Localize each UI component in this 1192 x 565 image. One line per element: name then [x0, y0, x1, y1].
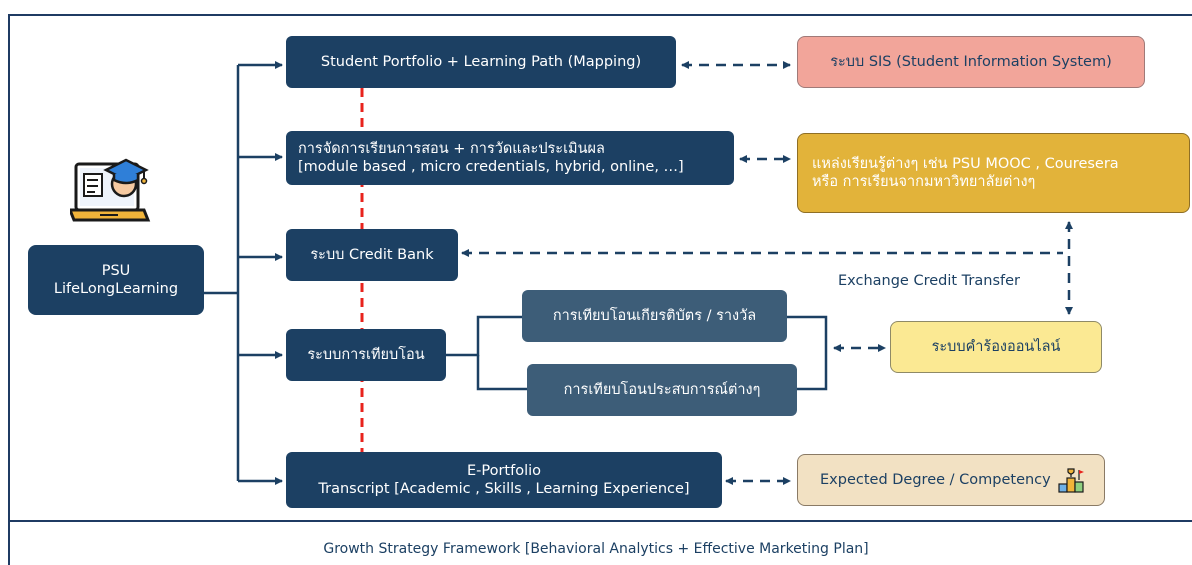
transfer-experience-label: การเทียบโอนประสบการณ์ต่างๆ: [563, 382, 761, 398]
student-portfolio-node: Student Portfolio + Learning Path (Mappi…: [286, 36, 676, 88]
eportfolio-node: E-Portfolio Transcript [Academic , Skill…: [286, 452, 722, 508]
growth-strategy-footer: Growth Strategy Framework [Behavioral An…: [323, 541, 869, 557]
root-psu-lifelonglearning: PSU LifeLongLearning: [28, 245, 204, 315]
diagram-frame: [8, 14, 1192, 565]
learning-sources-line1: แหล่งเรียนรู้ต่างๆ เช่น PSU MOOC , Coure…: [812, 156, 1119, 172]
transfer-certificate-label: การเทียบโอนเกียรติบัตร / รางวัล: [552, 308, 757, 324]
learning-sources-line2: หรือ การเรียนจากมหาวิทยาลัยต่างๆ: [812, 174, 1036, 190]
online-request-box: ระบบคำร้องออนไลน์: [890, 321, 1102, 373]
transfer-certificate-node: การเทียบโอนเกียรติบัตร / รางวัล: [522, 290, 787, 342]
transfer-system-node: ระบบการเทียบโอน: [286, 329, 446, 381]
footer-divider: [8, 520, 1192, 522]
sis-label: ระบบ SIS (Student Information System): [830, 54, 1112, 70]
graduate-laptop-icon: [70, 158, 151, 222]
podium-trophy-icon: [1058, 468, 1084, 493]
online-request-label: ระบบคำร้องออนไลน์: [931, 339, 1061, 355]
sis-system-box: ระบบ SIS (Student Information System): [797, 36, 1145, 88]
teaching-line2: [module based , micro credentials, hybri…: [298, 159, 684, 175]
root-line1: PSU: [101, 263, 131, 279]
teaching-line1: การจัดการเรียนการสอน + การวัดและประเมินผ…: [298, 141, 605, 157]
teaching-management-node: การจัดการเรียนการสอน + การวัดและประเมินผ…: [286, 131, 734, 185]
learning-sources-box: แหล่งเรียนรู้ต่างๆ เช่น PSU MOOC , Coure…: [797, 133, 1190, 213]
transfer-experience-node: การเทียบโอนประสบการณ์ต่างๆ: [527, 364, 797, 416]
eportfolio-line2: Transcript [Academic , Skills , Learning…: [318, 481, 690, 497]
student-portfolio-label: Student Portfolio + Learning Path (Mappi…: [320, 54, 642, 70]
credit-bank-node: ระบบ Credit Bank: [286, 229, 458, 281]
transfer-system-label: ระบบการเทียบโอน: [307, 347, 425, 363]
exchange-credit-transfer-label: Exchange Credit Transfer: [838, 273, 1020, 289]
expected-degree-box: Expected Degree / Competency: [797, 454, 1105, 506]
expected-degree-label: Expected Degree / Competency: [820, 472, 1051, 488]
root-line2: LifeLongLearning: [53, 281, 179, 297]
credit-bank-label: ระบบ Credit Bank: [310, 247, 434, 263]
eportfolio-line1: E-Portfolio: [466, 463, 542, 479]
